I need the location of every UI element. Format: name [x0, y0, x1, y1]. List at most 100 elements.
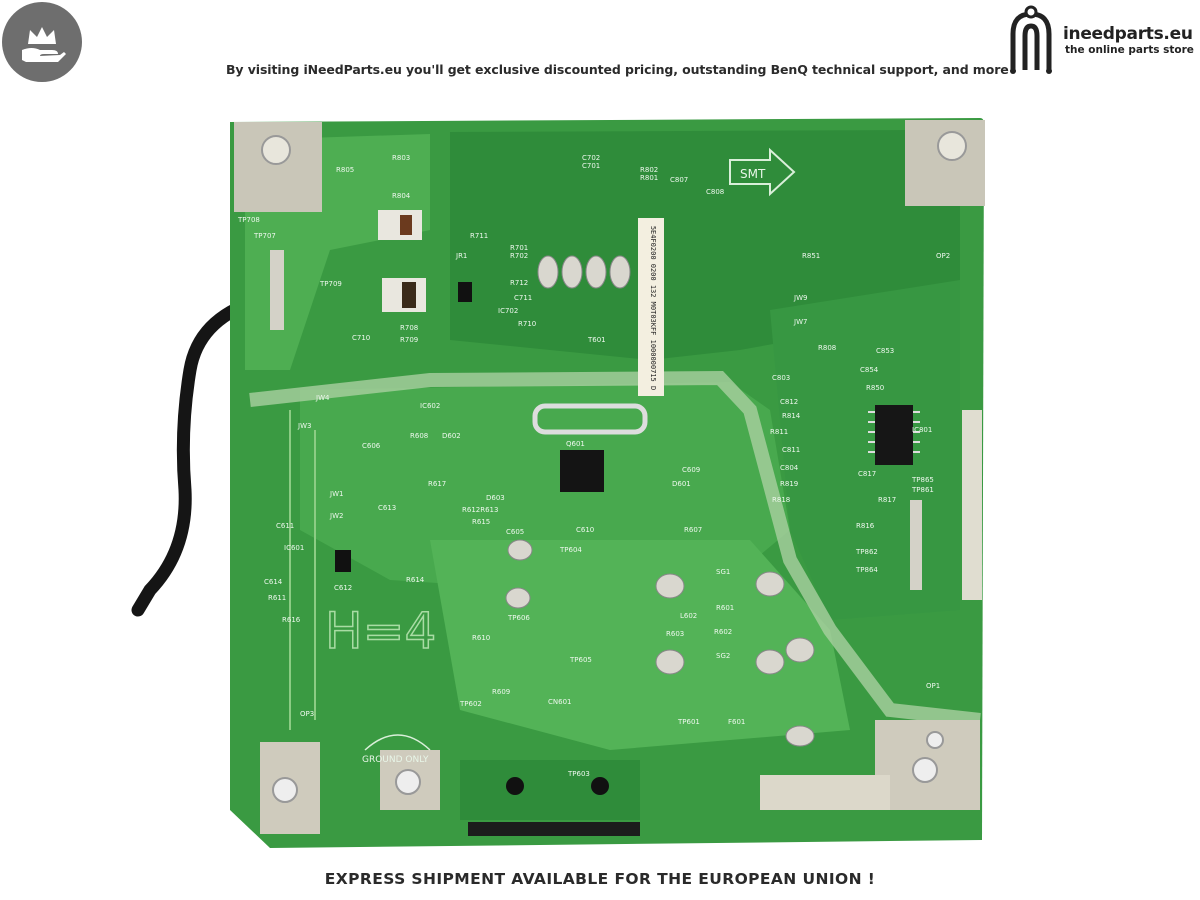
svg-text:JR1: JR1 [455, 252, 467, 260]
svg-text:R850: R850 [866, 384, 884, 392]
promo-tagline: By visiting iNeedParts.eu you'll get exc… [226, 62, 1009, 77]
svg-text:C854: C854 [860, 366, 879, 374]
svg-text:R610: R610 [472, 634, 490, 642]
svg-text:JW2: JW2 [329, 512, 343, 520]
svg-text:C605: C605 [506, 528, 524, 536]
svg-text:OP2: OP2 [936, 252, 950, 260]
svg-text:C803: C803 [772, 374, 790, 382]
svg-text:R708: R708 [400, 324, 418, 332]
svg-text:R805: R805 [336, 166, 354, 174]
svg-text:R816: R816 [856, 522, 875, 530]
svg-text:R710: R710 [518, 320, 536, 328]
svg-text:R607: R607 [684, 526, 702, 534]
svg-text:R611: R611 [268, 594, 286, 602]
pcb-board-photo: 5E4F0200 0200 132 M0T03KFF 1000000715 D … [131, 118, 985, 848]
svg-text:R803: R803 [392, 154, 410, 162]
svg-text:R615: R615 [472, 518, 490, 526]
svg-text:L602: L602 [680, 612, 697, 620]
svg-text:IC601: IC601 [284, 544, 304, 552]
svg-text:TP862: TP862 [855, 548, 878, 556]
svg-text:C610: C610 [576, 526, 594, 534]
svg-text:OP1: OP1 [926, 682, 940, 690]
svg-text:R608: R608 [410, 432, 428, 440]
svg-text:TP707: TP707 [253, 232, 276, 240]
svg-text:TP603: TP603 [567, 770, 590, 778]
svg-text:F601: F601 [728, 718, 745, 726]
svg-text:C807: C807 [670, 176, 688, 184]
svg-text:TP601: TP601 [677, 718, 700, 726]
svg-text:C711: C711 [514, 294, 532, 302]
svg-text:C811: C811 [782, 446, 800, 454]
svg-text:JW1: JW1 [329, 490, 343, 498]
svg-text:R612R613: R612R613 [462, 506, 498, 514]
svg-text:SG1: SG1 [716, 568, 730, 576]
svg-text:TP605: TP605 [569, 656, 592, 664]
svg-text:R609: R609 [492, 688, 510, 696]
svg-text:TP606: TP606 [507, 614, 530, 622]
svg-text:TP602: TP602 [459, 700, 482, 708]
svg-text:C804: C804 [780, 464, 799, 472]
svg-text:R818: R818 [772, 496, 790, 504]
svg-text:C614: C614 [264, 578, 283, 586]
svg-text:C613: C613 [378, 504, 396, 512]
svg-text:D602: D602 [442, 432, 461, 440]
svg-text:R602: R602 [714, 628, 732, 636]
svg-text:TP604: TP604 [559, 546, 582, 554]
svg-text:R817: R817 [878, 496, 896, 504]
svg-text:R712: R712 [510, 279, 528, 287]
svg-text:IC602: IC602 [420, 402, 440, 410]
svg-text:TP865: TP865 [911, 476, 934, 484]
svg-text:JW7: JW7 [793, 318, 807, 326]
svg-text:C812: C812 [780, 398, 798, 406]
svg-text:R701: R701 [510, 244, 528, 252]
svg-text:JW9: JW9 [793, 294, 807, 302]
ground-only-label: GROUND ONLY [362, 755, 429, 765]
svg-text:R617: R617 [428, 480, 446, 488]
svg-text:TP708: TP708 [237, 216, 260, 224]
svg-text:TP861: TP861 [911, 486, 934, 494]
brand-logo[interactable]: ineedparts.eu the online parts store [1003, 4, 1198, 76]
svg-text:JW3: JW3 [297, 422, 311, 430]
svg-text:C611: C611 [276, 522, 294, 530]
svg-text:R616: R616 [282, 616, 301, 624]
svg-text:R819: R819 [780, 480, 798, 488]
plug-logo-icon [1010, 5, 1052, 74]
svg-text:C808: C808 [706, 188, 724, 196]
svg-text:R709: R709 [400, 336, 418, 344]
svg-text:R811: R811 [770, 428, 788, 436]
svg-text:R601: R601 [716, 604, 734, 612]
svg-text:R808: R808 [818, 344, 836, 352]
svg-text:TP709: TP709 [319, 280, 342, 288]
shipping-footer: EXPRESS SHIPMENT AVAILABLE FOR THE EUROP… [324, 870, 876, 888]
svg-text:C702: C702 [582, 154, 600, 162]
svg-text:C710: C710 [352, 334, 370, 342]
svg-text:C606: C606 [362, 442, 381, 450]
svg-text:R814: R814 [782, 412, 801, 420]
svg-text:D603: D603 [486, 494, 505, 502]
svg-text:CN601: CN601 [548, 698, 572, 706]
svg-text:R603: R603 [666, 630, 684, 638]
svg-text:R851: R851 [802, 252, 820, 260]
brand-name: ineedparts.eu [1063, 24, 1193, 44]
svg-text:TP864: TP864 [855, 566, 878, 574]
board-marking: H=4 [325, 602, 436, 660]
svg-text:C701: C701 [582, 162, 600, 170]
svg-text:C853: C853 [876, 347, 894, 355]
svg-text:C609: C609 [682, 466, 700, 474]
svg-text:R614: R614 [406, 576, 425, 584]
svg-text:R802: R802 [640, 166, 658, 174]
svg-text:JW4: JW4 [315, 394, 330, 402]
svg-text:R711: R711 [470, 232, 488, 240]
svg-text:OP3: OP3 [300, 710, 314, 718]
svg-text:SG2: SG2 [716, 652, 730, 660]
svg-text:IC801: IC801 [912, 426, 932, 434]
svg-text:C817: C817 [858, 470, 876, 478]
svg-text:T601: T601 [587, 336, 606, 344]
smt-label: SMT [740, 167, 766, 181]
svg-text:R804: R804 [392, 192, 411, 200]
svg-text:R801: R801 [640, 174, 658, 182]
board-sticker: 5E4F0200 0200 132 M0T03KFF 1000000715 D [649, 226, 657, 390]
svg-text:D601: D601 [672, 480, 691, 488]
crown-hand-icon [2, 2, 82, 82]
svg-text:Q601: Q601 [566, 440, 585, 448]
